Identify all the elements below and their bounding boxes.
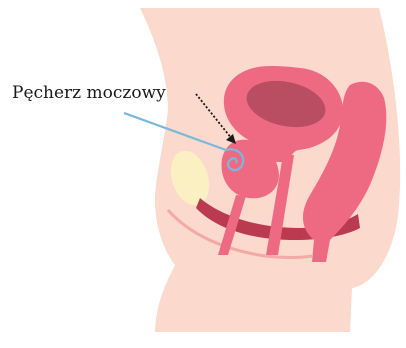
bladder-label: Pęcherz moczowy: [12, 83, 166, 103]
